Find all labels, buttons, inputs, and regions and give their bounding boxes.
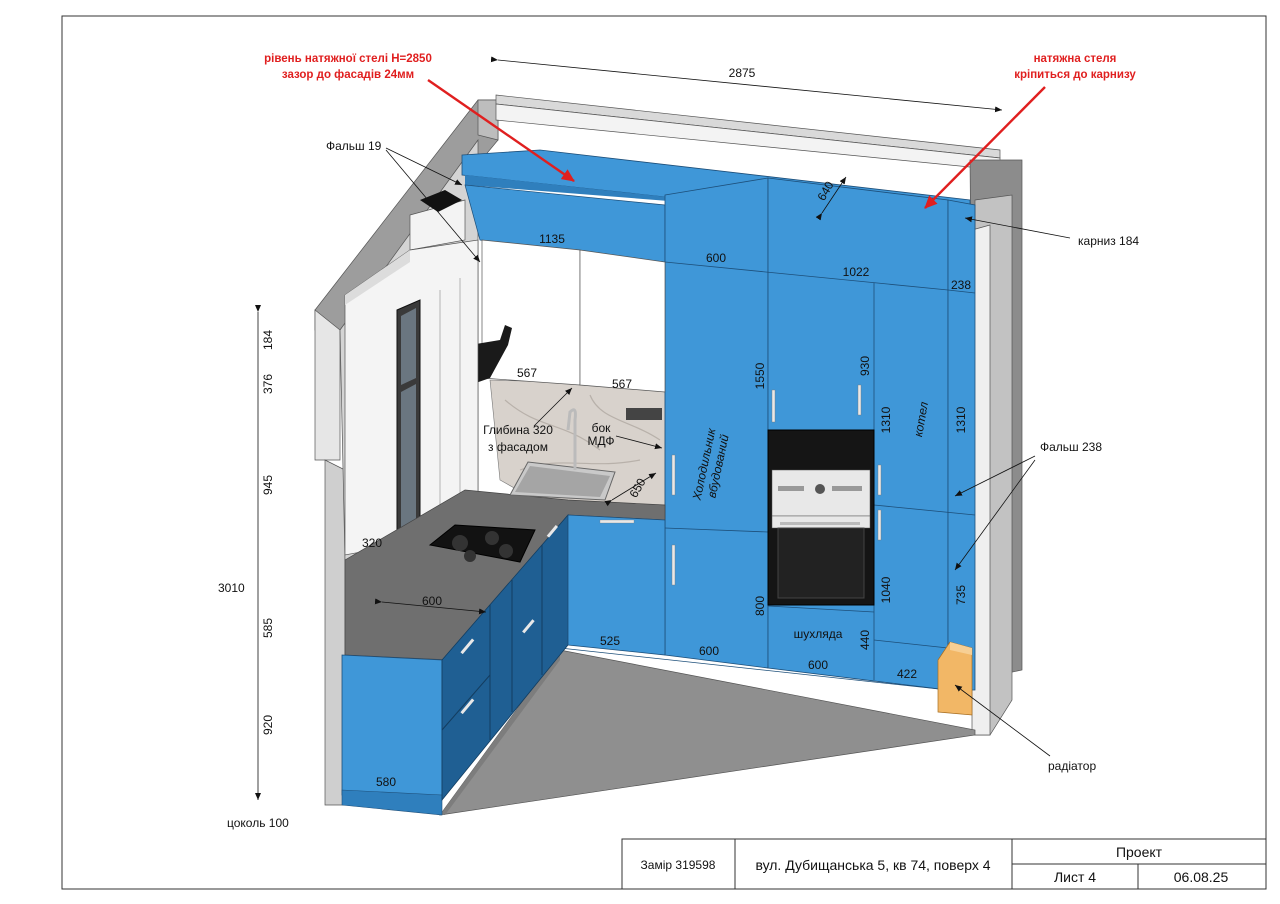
label-bok-line2: МДФ <box>588 434 615 448</box>
dim-total-height: 3010 <box>218 581 245 595</box>
built-in-appliances <box>767 429 875 606</box>
dim-1135: 1135 <box>539 232 565 246</box>
label-depth-line2: з фасадом <box>488 440 548 454</box>
dim-580: 580 <box>376 775 396 789</box>
dim-1040: 1040 <box>879 576 893 603</box>
dim-800: 800 <box>753 596 767 616</box>
cornice-note-line1: натяжна стеля <box>1034 53 1117 65</box>
upper-cabinets <box>344 190 666 556</box>
dim-600-bottom-b: 600 <box>808 658 828 672</box>
label-depth-line1: Глибина 320 <box>483 423 553 437</box>
dim-320: 320 <box>362 536 382 550</box>
dim-735: 735 <box>954 585 968 605</box>
dim-920: 920 <box>261 715 275 735</box>
title-sheet: Лист 4 <box>1054 869 1096 885</box>
dim-567-a: 567 <box>517 366 537 380</box>
dim-1022: 1022 <box>843 265 870 279</box>
title-project: Проект <box>1116 844 1163 860</box>
red-arrows <box>427 79 1046 209</box>
label-bok-line1: бок <box>592 421 612 435</box>
title-measure: Замір 319598 <box>641 858 716 872</box>
dim-585: 585 <box>261 618 275 638</box>
label-drawer: шухляда <box>794 627 843 641</box>
label-tsokol: цоколь 100 <box>227 816 289 830</box>
label-kotel: котел <box>911 400 931 438</box>
dim-600-top: 600 <box>706 251 726 265</box>
dim-1550: 1550 <box>753 362 767 389</box>
dim-total-width: 2875 <box>729 66 756 80</box>
label-falsh-238: Фальш 238 <box>1040 440 1102 454</box>
dim-422: 422 <box>897 667 917 681</box>
title-block <box>621 838 1267 890</box>
dim-600-bottom-a: 600 <box>699 644 719 658</box>
lower-cabinets <box>341 408 973 816</box>
dim-600-counter: 600 <box>422 594 442 608</box>
ceiling-note-line2: зазор до фасадів 24мм <box>282 69 414 81</box>
cornice-note-line2: кріпиться до карнизу <box>1014 69 1136 81</box>
label-falsh-19: Фальш 19 <box>326 139 382 153</box>
dim-376: 376 <box>261 374 275 394</box>
dim-1310-b: 1310 <box>954 406 968 433</box>
dim-184-left: 184 <box>261 330 275 350</box>
ceiling-note-line1: рівень натяжної стелі H=2850 <box>264 53 432 65</box>
dim-567-b: 567 <box>612 377 632 391</box>
dimension-lines <box>255 56 1071 800</box>
dim-238: 238 <box>951 278 971 292</box>
dim-525: 525 <box>600 634 620 648</box>
dim-930: 930 <box>858 356 872 376</box>
title-date: 06.08.25 <box>1174 869 1229 885</box>
label-radiator: радіатор <box>1048 759 1096 773</box>
title-address: вул. Дубищанська 5, кв 74, поверх 4 <box>755 857 990 873</box>
dim-440: 440 <box>858 630 872 650</box>
dim-945: 945 <box>261 475 275 495</box>
label-karniz: карниз 184 <box>1078 234 1139 248</box>
dim-1310-a: 1310 <box>879 406 893 433</box>
